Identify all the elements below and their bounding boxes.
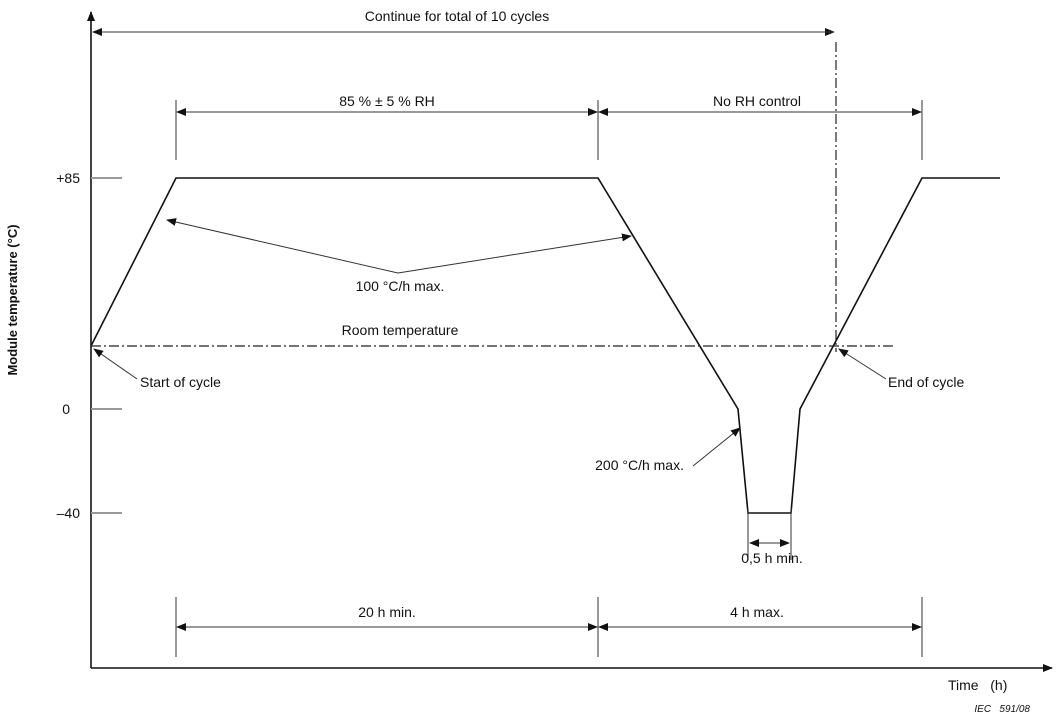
tick-label-minus40: –40 [57,505,81,521]
end-of-cycle-arrow [838,348,887,380]
tick-label-85: +85 [56,170,80,186]
start-of-cycle-label: Start of cycle [140,374,221,390]
total-cycles-label: Continue for total of 10 cycles [365,8,549,24]
end-of-cycle-label: End of cycle [888,374,964,390]
figure-id: IEC 591/08 [974,704,1030,715]
tick-label-0: 0 [62,401,70,417]
y-axis-label: Module temperature (°C) [5,224,20,375]
ramp-down-rate-label: 200 °C/h max. [595,457,684,473]
dwell-high-duration-label: 20 h min. [358,604,416,620]
ramp-up-rate-arrow [166,218,399,274]
ramp-up-rate-label: 100 °C/h max. [356,278,445,294]
no-rh-label: No RH control [713,93,801,109]
start-of-cycle-arrow [93,348,138,380]
freeze-duration-label: 4 h max. [730,604,784,620]
ramp-down-rate-arrow [692,427,741,467]
dwell-low-label: 0,5 h min. [741,550,802,566]
humidity-label: 85 % ± 5 % RH [339,93,435,109]
ramp-up-rate-arrow [397,233,632,274]
room-temperature-label: Room temperature [342,322,459,338]
x-axis-label: Time (h) [948,677,1007,693]
